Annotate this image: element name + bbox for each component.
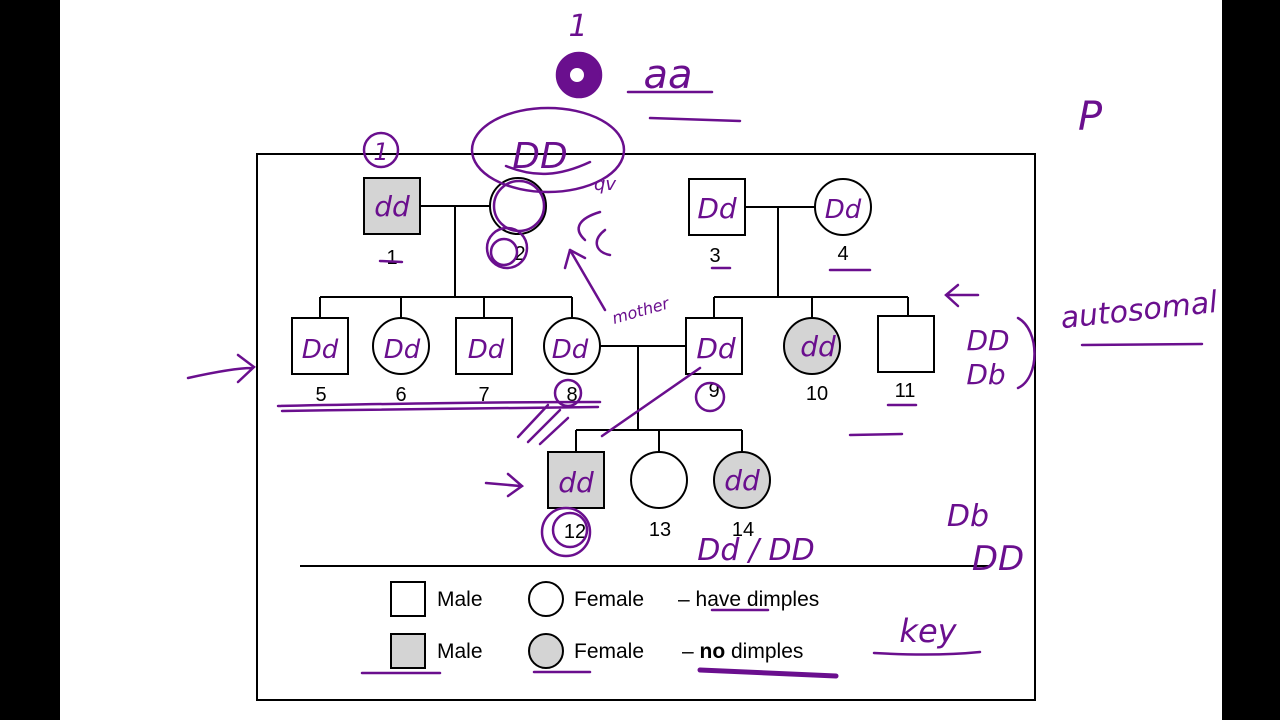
genotype-labels: dd Dd Dd Dd Dd Dd Dd Dd dd dd dd [302, 190, 862, 499]
genotype-10: dd [800, 330, 836, 363]
genotype-4: Dd [825, 195, 862, 225]
female-symbol [543, 317, 601, 375]
individual-10: 10 [783, 317, 841, 405]
male-symbol [685, 317, 743, 375]
legend-no-dimples: – no dimples [682, 640, 803, 663]
autosomal-note: autosomal [1059, 285, 1220, 336]
id-label: 13 [649, 519, 671, 541]
lower-dd: DD [972, 539, 1024, 579]
individual-7: 7 [455, 317, 513, 406]
handwritten-annotations [186, 51, 1204, 679]
genotype-14: dd [724, 464, 760, 497]
figure-frame [256, 153, 1036, 701]
male-symbol [688, 178, 746, 236]
individual-3: 3 [688, 178, 746, 267]
male-symbol [455, 317, 513, 375]
id-label: 1 [386, 247, 397, 269]
genotype-8: Dd [552, 335, 589, 365]
offspring-options: Dd / DD [697, 533, 815, 568]
id-label: 8 [566, 384, 577, 406]
individual-6: 6 [372, 317, 430, 406]
male-symbol [291, 317, 349, 375]
id-label: 4 [837, 243, 848, 265]
id-label: 3 [709, 245, 720, 267]
legend-male-label: Male [437, 588, 483, 611]
lower-db: Db [947, 499, 989, 534]
female-symbol [814, 178, 872, 236]
id-label: 9 [708, 380, 719, 402]
male-affected-symbol [547, 451, 605, 509]
genotype-6: Dd [384, 335, 421, 365]
left-black-bar [0, 0, 60, 720]
dd-big: DD [512, 136, 567, 177]
p-mark: P [1078, 94, 1103, 140]
legend-female-label-2: Female [574, 640, 644, 663]
individual-1: 1 [363, 177, 421, 269]
individual-12: 12 [547, 451, 605, 543]
individual-13: 13 [630, 451, 688, 541]
whiteboard [60, 0, 1222, 720]
dd-option: DD [966, 324, 1009, 357]
legend-female-affected-circle [528, 633, 564, 669]
top-word: aa [643, 52, 692, 98]
id-label: 10 [806, 383, 828, 405]
legend-no-dimples-word: dimples [725, 640, 803, 663]
female-affected-symbol [783, 317, 841, 375]
legend-male-unaffected-square [390, 581, 426, 617]
top-number: 1 [568, 9, 587, 44]
id-label: 14 [732, 519, 754, 541]
genotype-5: Dd [302, 335, 339, 365]
individual-11: 11 [877, 315, 935, 402]
individual-4: 4 [814, 178, 872, 265]
id-label: 7 [478, 384, 489, 406]
mother-note: mother [610, 293, 673, 328]
id-label: 2 [514, 243, 525, 265]
id-label: 11 [895, 380, 916, 402]
genotype-7: Dd [468, 335, 505, 365]
individual-5: 5 [291, 317, 349, 406]
db-option: Db [966, 358, 1005, 391]
genotype-1: dd [374, 190, 410, 223]
individual-9: 9 [685, 317, 743, 402]
individual-14: 14 [713, 451, 771, 541]
legend-female-label: Female [574, 588, 644, 611]
male-symbol [877, 315, 935, 373]
individual-8: 8 [543, 317, 601, 406]
legend-no-bold: no [700, 640, 726, 663]
right-black-bar [1222, 0, 1280, 720]
legend-no-dash: – [682, 640, 700, 663]
genotype-9: Dd [696, 332, 736, 365]
female-symbol [489, 177, 547, 235]
key-word: key [899, 612, 957, 650]
id-label: 5 [315, 384, 326, 406]
circled-one: 1 [373, 138, 388, 166]
legend-male-label-2: Male [437, 640, 483, 663]
legend-female-unaffected-circle [528, 581, 564, 617]
genotype-12: dd [558, 466, 594, 499]
female-symbol [372, 317, 430, 375]
id-label: 6 [395, 384, 406, 406]
legend-male-affected-square [390, 633, 426, 669]
pedigree-lines [300, 205, 990, 567]
female-affected-symbol [713, 451, 771, 509]
legend: Male Female – have dimples Male Female –… [390, 581, 819, 669]
legend-have-dimples: – have dimples [678, 588, 819, 611]
id-label: 12 [564, 521, 586, 543]
female-symbol [630, 451, 688, 509]
genotype-3: Dd [697, 192, 737, 225]
male-affected-symbol [363, 177, 421, 235]
qv-note: qv [594, 174, 616, 195]
